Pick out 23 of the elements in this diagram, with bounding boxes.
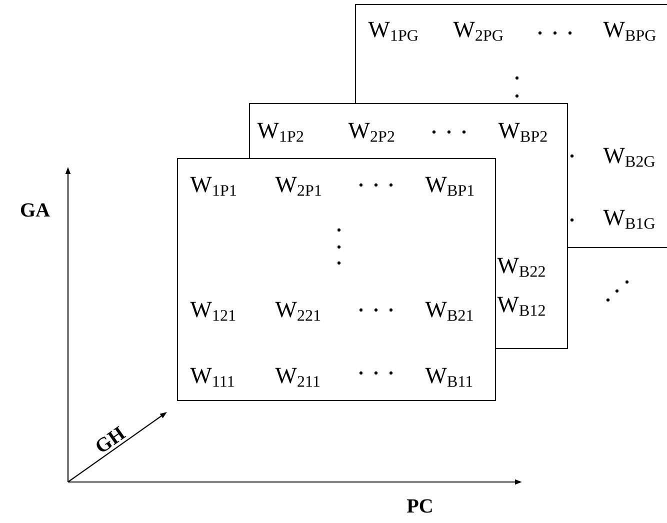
matrix-entry: W$_{B12}$ [497, 296, 545, 316]
matrix-entry: W$_{111}$ [190, 368, 234, 387]
matrix-entry: W$_{BP2}$ [498, 122, 547, 142]
matrix-entry: W$_{B11}$ [425, 368, 472, 387]
matrix-entry: W$_{2P2}$ [348, 122, 394, 142]
axis-label: GH [96, 426, 126, 452]
matrix-entry: W$_{211}$ [275, 368, 320, 387]
matrix-entry: W$_{2PG}$ [453, 22, 504, 41]
matrix-entry: W$_{BPG}$ [603, 22, 656, 41]
axis-label: PC [407, 499, 432, 513]
matrix-entry: W$_{1P2}$ [257, 122, 304, 142]
matrix-entry: W$_{BP1}$ [425, 176, 474, 196]
matrix-entry: W$_{1P1}$ [190, 176, 236, 196]
matrix-entry: W$_{121}$ [190, 302, 236, 321]
matrix-entry: W$_{B2G}$ [603, 148, 655, 167]
matrix-entry: W$_{1PG}$ [368, 22, 418, 41]
matrix-entry: W$_{B21}$ [425, 302, 473, 321]
matrix-entry: W$_{2P1}$ [275, 176, 321, 196]
axis-label: GA [20, 203, 50, 217]
matrix-entry: W$_{B1G}$ [603, 210, 655, 229]
matrix-entry: W$_{B22}$ [497, 258, 545, 277]
matrix-entry: W$_{221}$ [275, 302, 320, 321]
matrix-panel [177, 158, 496, 401]
